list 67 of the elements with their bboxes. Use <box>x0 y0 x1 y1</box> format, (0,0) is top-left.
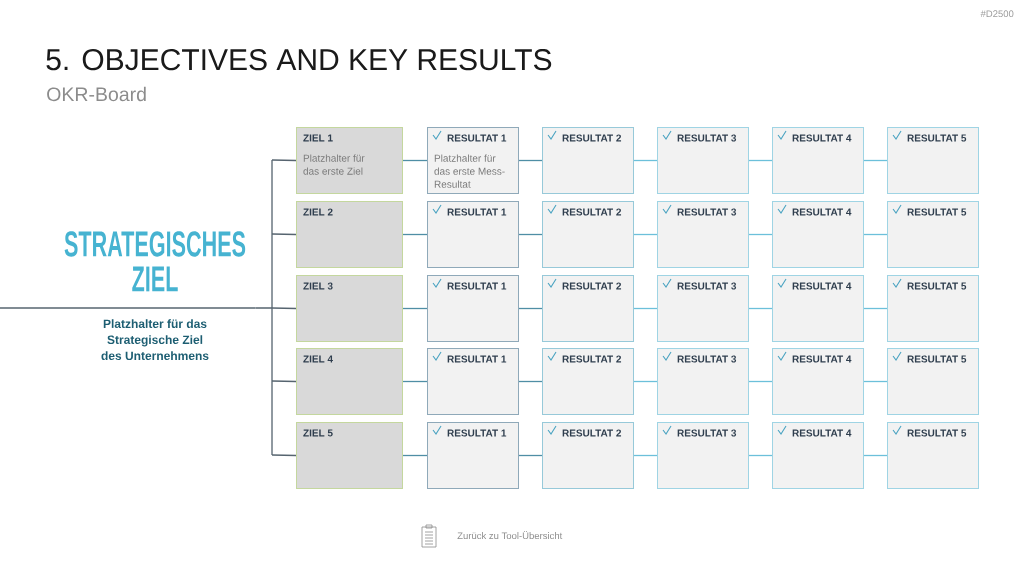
result-box: RESULTAT 2 <box>542 275 634 342</box>
result-box: RESULTAT 1 <box>427 348 519 415</box>
connector-line <box>518 307 543 310</box>
result-box: RESULTAT 4 <box>772 275 864 342</box>
connector-line <box>863 454 888 457</box>
result-box: RESULTAT 3 <box>657 422 749 489</box>
connector-line <box>863 159 888 162</box>
connector-line <box>748 307 773 310</box>
result-box: RESULTAT 2 <box>542 422 634 489</box>
goal-box: ZIEL 4 <box>296 348 403 415</box>
connector-line <box>748 233 773 236</box>
connector-line <box>402 307 428 310</box>
connector-line <box>271 233 297 236</box>
heading-text: STRATEGISCHES ZIEL <box>64 231 246 292</box>
result-box: RESULTAT 1 <box>427 422 519 489</box>
connector-line <box>402 159 428 162</box>
title: 5. OBJECTIVES AND KEY RESULTS <box>46 49 552 71</box>
connector-line <box>748 380 773 383</box>
connector-line <box>402 454 428 457</box>
result-box: RESULTAT 5 <box>887 422 979 489</box>
connector-line <box>518 233 543 236</box>
connector-line <box>254 159 273 456</box>
result-box: RESULTAT 5 <box>887 201 979 268</box>
connector-line <box>633 159 658 162</box>
result-box: RESULTAT 2 <box>542 127 634 194</box>
connector-line <box>402 380 428 383</box>
result-box: RESULTAT 4 <box>772 348 864 415</box>
result-box: RESULTAT 5 <box>887 275 979 342</box>
connector-line <box>271 307 297 310</box>
result-box: RESULTAT 5 <box>887 348 979 415</box>
result-box: RESULTAT 4 <box>772 127 864 194</box>
connector-line <box>518 380 543 383</box>
result-box: RESULTAT 4 <box>772 422 864 489</box>
connector-line <box>748 159 773 162</box>
result-box: RESULTAT 3 <box>657 348 749 415</box>
connector-line <box>863 233 888 236</box>
connector-line <box>633 233 658 236</box>
connector-line <box>271 159 297 162</box>
description-text: Platzhalter für das Strategische Ziel des Unternehmens <box>101 319 209 360</box>
goal-box: ZIEL 3 <box>296 275 403 342</box>
result-box: RESULTAT 1 <box>427 201 519 268</box>
result-box: RESULTAT 3 <box>657 127 749 194</box>
result-box: RESULTAT 2 <box>542 201 634 268</box>
connector-line <box>518 454 543 457</box>
connector-line <box>748 454 773 457</box>
result-box: RESULTAT 1 Platzhalter für das erste Mess-Resultat <box>427 127 519 194</box>
goal-box: ZIEL 1 Platzhalter für das erste Ziel <box>296 127 403 194</box>
connector-line <box>863 380 888 383</box>
connector-line <box>863 307 888 310</box>
result-box: RESULTAT 4 <box>772 201 864 268</box>
goal-box: ZIEL 5 <box>296 422 403 489</box>
link-text: Zurück zu Tool-Übersicht <box>457 531 563 540</box>
subtitle: OKR-Board <box>47 86 146 102</box>
result-box: RESULTAT 2 <box>542 348 634 415</box>
result-box: RESULTAT 3 <box>657 275 749 342</box>
connector-line <box>633 454 658 457</box>
connector-line <box>271 454 297 457</box>
slide-code: #D2500 <box>980 10 1014 18</box>
connector-line <box>633 380 658 383</box>
connector-line <box>402 233 428 236</box>
result-box: RESULTAT 1 <box>427 275 519 342</box>
connector-line <box>271 380 297 383</box>
result-box: RESULTAT 5 <box>887 127 979 194</box>
goal-box: ZIEL 2 <box>296 201 403 268</box>
connector-line <box>518 159 543 162</box>
result-box: RESULTAT 3 <box>657 201 749 268</box>
connector-line <box>633 307 658 310</box>
